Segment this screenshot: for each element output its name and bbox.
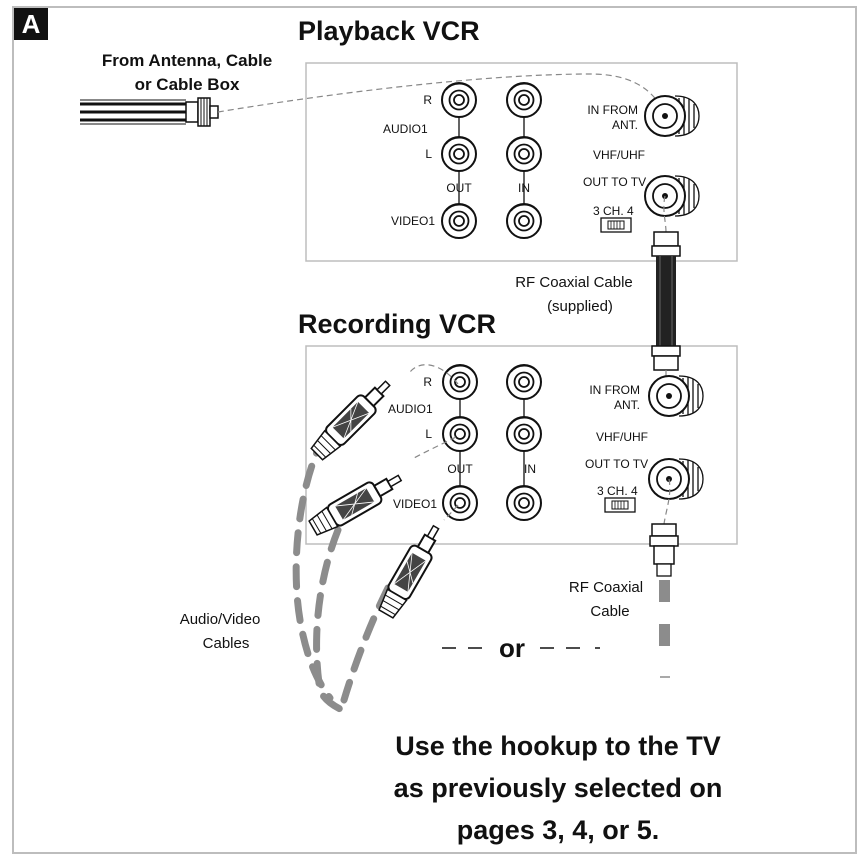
- recording-ant-label: ANT.: [614, 398, 640, 412]
- recording-ch-switch: [604, 497, 636, 513]
- av-cables-label-line1: Audio/Video: [180, 611, 261, 628]
- recording-audio-r-in-jack: [506, 364, 542, 400]
- figure-frame: A: [12, 6, 857, 854]
- recording-audio-r-out-jack: [442, 364, 478, 400]
- recording-audio1-label: AUDIO1: [388, 402, 433, 416]
- recording-vhf-uhf-label: VHF/UHF: [596, 430, 648, 444]
- or-text: or: [499, 633, 525, 663]
- recording-in-from-label: IN FROM: [589, 383, 640, 397]
- recording-ch-switch-label: 3 CH. 4: [597, 484, 638, 498]
- playback-vcr-title: Playback VCR: [298, 16, 480, 46]
- audio-video-cables: [292, 364, 459, 714]
- rf-coaxial-cable-supplied: [651, 195, 681, 380]
- playback-audio-l-out-jack: [441, 136, 477, 172]
- playback-l-label: L: [425, 147, 432, 161]
- figure-label-badge: A: [14, 8, 48, 40]
- playback-ch-switch: [600, 217, 632, 233]
- playback-audio1-label: AUDIO1: [383, 122, 428, 136]
- rf-cable-label-line1: RF Coaxial: [569, 579, 643, 596]
- antenna-link-dash: [217, 73, 663, 113]
- instruction-line2: as previously selected on: [394, 773, 723, 803]
- antenna-cable: [80, 97, 219, 127]
- playback-video-out-jack: [441, 203, 477, 239]
- recording-video-in-jack: [506, 485, 542, 521]
- playback-ch-switch-label: 3 CH. 4: [593, 204, 634, 218]
- recording-audio-l-in-jack: [506, 416, 542, 452]
- playback-video1-label: VIDEO1: [391, 214, 435, 228]
- instruction-line1: Use the hookup to the TV: [395, 731, 721, 761]
- recording-vcr-title: Recording VCR: [298, 309, 496, 339]
- playback-ant-label: ANT.: [612, 118, 638, 132]
- antenna-source-label-line1: From Antenna, Cable: [102, 51, 272, 70]
- recording-in-label: IN: [524, 462, 536, 476]
- playback-out-label: OUT: [446, 181, 472, 195]
- playback-in-label: IN: [518, 181, 530, 195]
- instruction-line3: pages 3, 4, or 5.: [457, 815, 660, 845]
- recording-out-label: OUT: [447, 462, 473, 476]
- playback-audio-r-out-jack: [441, 82, 477, 118]
- playback-vhf-uhf-label: VHF/UHF: [593, 148, 645, 162]
- playback-audio-l-in-jack: [506, 136, 542, 172]
- recording-video-out-jack: [442, 485, 478, 521]
- playback-in-from-label: IN FROM: [587, 103, 638, 117]
- playback-r-label: R: [423, 93, 432, 107]
- antenna-source-label-line2: or Cable Box: [135, 75, 240, 94]
- rf-coaxial-cable-to-tv: [649, 478, 679, 678]
- rf-cable-label-line2: Cable: [590, 603, 629, 620]
- recording-r-label: R: [423, 375, 432, 389]
- recording-audio-l-out-jack: [442, 416, 478, 452]
- recording-out-to-tv-label: OUT TO TV: [585, 457, 648, 471]
- recording-l-label: L: [425, 427, 432, 441]
- av-cables-label-line2: Cables: [203, 635, 250, 652]
- rf-cable-supplied-label-line1: RF Coaxial Cable: [515, 274, 633, 291]
- recording-video1-label: VIDEO1: [393, 497, 437, 511]
- rf-cable-supplied-label-line2: (supplied): [547, 298, 613, 315]
- playback-out-to-tv-label: OUT TO TV: [583, 175, 646, 189]
- playback-video-in-jack: [506, 203, 542, 239]
- playback-audio-r-in-jack: [506, 82, 542, 118]
